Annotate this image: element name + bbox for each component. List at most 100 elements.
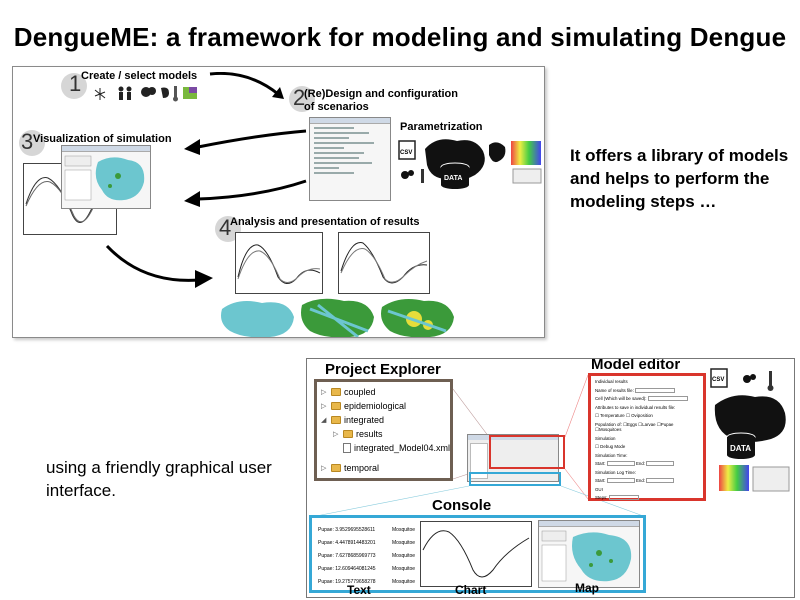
tree-item-coupled[interactable]: ▷coupled (321, 386, 376, 398)
larvae-checkbox[interactable]: Larvae (642, 421, 656, 427)
arrow-1 (209, 72, 284, 99)
library-description: It offers a library of models and helps … (570, 146, 789, 211)
console-value: Pupae: 7.6278685969773 (318, 553, 376, 559)
me-sim-time-row: Start: End: (595, 461, 699, 467)
console-value: Pupae: 19.275779658278 (318, 579, 376, 585)
me-line: Individual results (595, 379, 628, 384)
console-chart-curve (422, 530, 530, 578)
connector-lines (310, 374, 647, 518)
parametrization-graphic: CSV DATA (398, 139, 542, 189)
console-chart (420, 521, 532, 587)
csv-text: CSV (712, 377, 724, 383)
log-end-input[interactable] (646, 478, 675, 484)
temperature-checkbox[interactable]: Temperature (600, 413, 625, 418)
step-3-label: Visualization of simulation (33, 133, 172, 145)
debug-mode-checkbox[interactable]: Debug Mode (600, 444, 626, 449)
console-text-label: Text (347, 583, 371, 597)
data-text: DATA (444, 175, 462, 182)
oviposition-checkbox[interactable]: Oviposition (631, 413, 653, 418)
expand-icon[interactable]: ▷ (321, 389, 327, 396)
app-main-sidebar (470, 443, 488, 479)
page-title: DengueME: a framework for modeling and s… (13, 22, 787, 52)
console-title: Console (432, 497, 492, 514)
analysis-plot-1 (235, 232, 323, 294)
parametrization-icons: CSV DATA (397, 135, 544, 189)
parametrization-label: Parametrization (400, 121, 483, 133)
results-file-input[interactable] (635, 387, 676, 393)
project-explorer: ▷coupled ▷ epidemiological ◢ integrated ▷r… (314, 379, 453, 481)
tree-item-temporal[interactable]: ▷ temporal (321, 462, 379, 474)
console-row: Pupae: 7.6278685969773 Mosquitoe (318, 553, 415, 559)
folder-icon (331, 402, 341, 410)
tree-item-label: temporal (344, 463, 380, 473)
me-line: Simulation Time: (595, 452, 628, 458)
workflow-panel: 1 Create / select models 2 (Re)Design an… (12, 66, 545, 338)
arrow-2 (184, 129, 307, 155)
me-line: End: (635, 461, 646, 466)
app-main-titlebar (468, 435, 558, 440)
me-results-file-row: Name of results file: (595, 388, 699, 394)
step-2-badge (289, 86, 315, 112)
cell-input[interactable] (647, 396, 688, 402)
gui-description: using a friendly graphical user interfac… (46, 458, 272, 500)
console-type: Mosquitoe (392, 579, 416, 585)
analysis-curve-2 (340, 242, 428, 284)
config-form-window (309, 117, 391, 201)
step-4-number: 4 (219, 215, 232, 240)
tree-item-results[interactable]: ▷results (333, 428, 383, 440)
me-population-row: Population of: ☐Eggs ☐Larvae ☐Pupae ☐Mos… (595, 421, 674, 433)
sim-start-input[interactable] (606, 461, 635, 467)
steps-input[interactable] (608, 495, 639, 501)
me-log-time-row: Start: End: (595, 478, 699, 484)
console-value: Pupae: 12.609464081245 (318, 566, 376, 572)
file-icon (343, 443, 351, 453)
me-line: Start: (595, 478, 606, 483)
console-value: Pupae: 3.9529695528611 (318, 527, 376, 533)
arrow-4 (105, 244, 213, 288)
mosquitoes-checkbox[interactable]: Mosquitoes (598, 427, 622, 432)
console-type: Mosquitoe (392, 527, 416, 533)
console-map-titlebar (539, 521, 639, 527)
console-value: Pupae: 4.4478914483201 (318, 540, 376, 546)
me-debug-row: ☐ Debug Mode (595, 444, 626, 449)
simulation-map (64, 155, 145, 201)
me-line: Name of results file: (595, 387, 634, 393)
me-attr-row: ☐ Temperature ☐ Oviposition (595, 413, 653, 418)
expand-icon[interactable]: ▷ (333, 431, 339, 438)
step-4-label: Analysis and presentation of results (230, 216, 420, 228)
console-type: Mosquitoe (392, 553, 416, 559)
me-line: GUI (595, 486, 603, 492)
tree-item-epidemiological[interactable]: ▷ epidemiological (321, 400, 406, 412)
step-2-label-line1: (Re)Design and configuration (304, 88, 458, 100)
eggs-checkbox[interactable]: Eggs (627, 421, 638, 427)
log-start-input[interactable] (606, 478, 635, 484)
me-line: Steps: (595, 495, 608, 500)
step-2-label-line2: of scenarios (304, 101, 369, 113)
tree-item-model-file[interactable]: integrated_Model04.xml (343, 442, 450, 454)
data-text: DATA (730, 444, 751, 453)
folder-icon (343, 430, 353, 438)
expand-icon[interactable]: ▷ (321, 465, 327, 472)
me-steps-row: Steps: (595, 495, 699, 501)
sim-end-input[interactable] (646, 461, 675, 467)
tree-item-label: integrated (344, 415, 385, 425)
me-cell-row: Cell (Which will be saved): (595, 396, 699, 402)
model-editor-region (489, 435, 565, 469)
app-main-window (467, 434, 559, 482)
me-line: End: (635, 478, 646, 483)
me-line: Start: (595, 461, 606, 466)
collapse-icon[interactable]: ◢ (321, 417, 327, 424)
tree-item-label: epidemiological (344, 401, 407, 411)
tree-item-label: integrated_Model04.xml (354, 443, 451, 453)
console-row: Pupae: 3.9529695528611 Mosquitoe (318, 527, 415, 533)
gui-panel: Project Explorer ▷coupled ▷ epidemiologic… (306, 358, 795, 598)
model-icons-graphic (94, 86, 197, 102)
pupae-checkbox[interactable]: Pupae (660, 421, 674, 427)
expand-icon[interactable]: ▷ (321, 403, 327, 410)
tree-item-integrated[interactable]: ◢ integrated (321, 414, 384, 426)
model-icons (91, 84, 211, 104)
project-explorer-title: Project Explorer (325, 361, 441, 378)
